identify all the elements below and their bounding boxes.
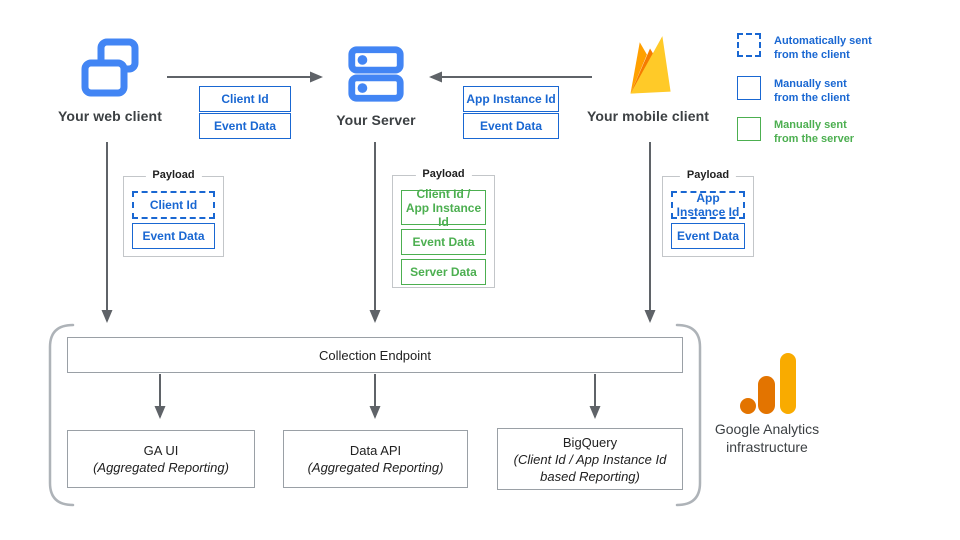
legend-swatch-solid-green	[737, 117, 761, 141]
payload-mobile: Payload App Instance Id Event Data	[662, 169, 754, 257]
web-client-icon	[78, 36, 142, 102]
legend-label-manual-client: Manually sent from the client	[774, 78, 850, 104]
payload-web-client-id: Client Id	[132, 191, 215, 219]
legend-item-manual-server: Manually sent from the server	[737, 117, 854, 146]
server-icon	[345, 42, 407, 106]
google-analytics-icon	[735, 345, 805, 417]
payload-server-event-data: Event Data	[401, 229, 486, 255]
bigquery-title: BigQuery	[562, 434, 618, 450]
param-event-data-mobile: Event Data	[463, 113, 559, 139]
bigquery-box: BigQuery (Client Id / App Instance Id ba…	[497, 428, 683, 490]
payload-server: Payload Client Id / App Instance Id Even…	[392, 168, 495, 288]
data-api-title: Data API	[349, 443, 402, 458]
legend-item-manual-client: Manually sent from the client	[737, 76, 850, 105]
data-api-subtitle: (Aggregated Reporting)	[307, 460, 444, 475]
server-label: Your Server	[336, 112, 416, 128]
param-app-instance-id: App Instance Id	[463, 86, 559, 112]
payload-server-server-data: Server Data	[401, 259, 486, 285]
param-client-id: Client Id	[199, 86, 291, 112]
legend-label-manual-server: Manually sent from the server	[774, 119, 855, 145]
web-client-label: Your web client	[58, 108, 162, 124]
ga-infrastructure-label: Google Analytics infrastructure	[714, 421, 820, 455]
legend-swatch-dashed-blue	[737, 33, 761, 57]
legend-swatch-solid-blue	[737, 76, 761, 100]
firebase-icon	[618, 32, 680, 106]
legend-item-automatic-client: Automatically sent from the client	[737, 33, 872, 62]
payload-web-event-data: Event Data	[132, 223, 215, 249]
param-event-data-web: Event Data	[199, 113, 291, 139]
ga-ui-box: GA UI (Aggregated Reporting)	[67, 430, 255, 488]
payload-server-ids: Client Id / App Instance Id	[401, 187, 486, 229]
payload-web: Payload Client Id Event Data	[123, 169, 224, 257]
ga-ui-subtitle: (Aggregated Reporting)	[93, 460, 229, 475]
legend-label-automatic-client: Automatically sent from the client	[774, 35, 872, 61]
ga-ui-title: GA UI	[143, 443, 179, 458]
payload-mobile-event-data: Event Data	[671, 223, 745, 249]
payload-mobile-app-instance-id: App Instance Id	[671, 191, 745, 219]
mobile-client-label: Your mobile client	[586, 108, 710, 124]
payload-web-title: Payload	[145, 169, 202, 181]
bigquery-subtitle: (Client Id / App Instance Id based Repor…	[513, 451, 667, 484]
collection-endpoint-box: Collection Endpoint	[67, 337, 683, 373]
payload-server-title: Payload	[415, 168, 472, 180]
payload-mobile-title: Payload	[679, 169, 737, 181]
data-api-box: Data API (Aggregated Reporting)	[283, 430, 468, 488]
